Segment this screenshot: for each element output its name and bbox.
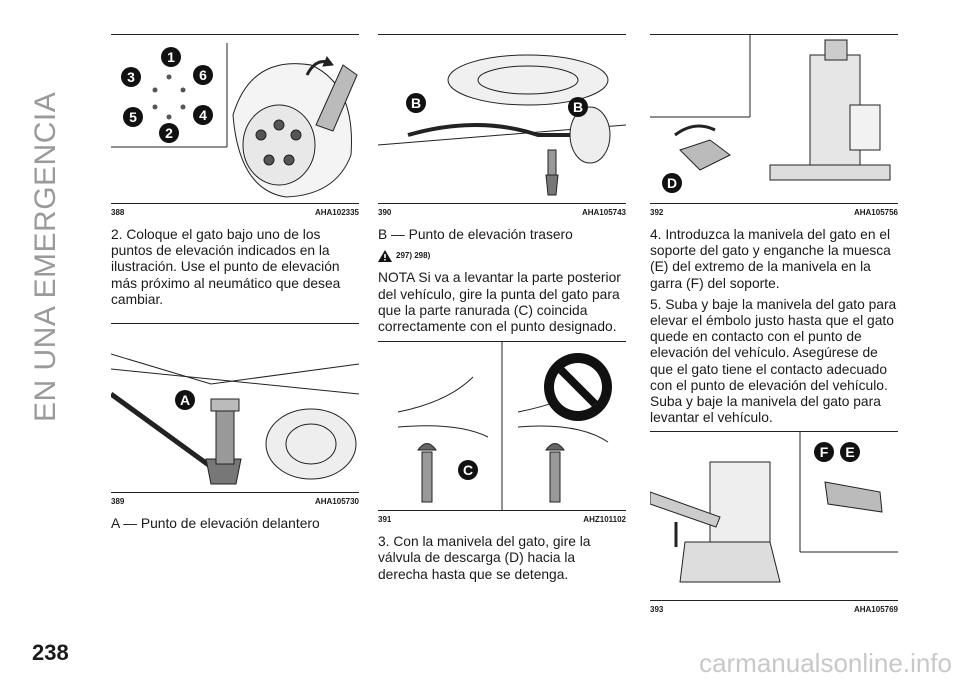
- warning-triangle-icon: [378, 250, 392, 263]
- figure-caption-389: 389 AHA105730: [111, 493, 359, 506]
- figure-code: AHA105743: [581, 208, 626, 217]
- paragraph: NOTA Si va a levantar la parte posterior…: [378, 270, 621, 335]
- figure-393: F E: [650, 431, 898, 602]
- figure-caption-393: 393 AHA105769: [650, 601, 898, 614]
- front-jack-point-illustration: A: [111, 353, 359, 485]
- paragraph: 3. Con la manivela del gato, gire la vál…: [378, 534, 591, 582]
- figure-391: C: [378, 341, 626, 512]
- step-2-text: 2. Coloque el gato bajo uno de los punto…: [111, 227, 359, 308]
- figure-number: 389: [111, 497, 125, 507]
- figure-code: AHZ101102: [583, 515, 626, 525]
- figure-number: 388: [111, 208, 125, 217]
- figure-caption-388: 388 AHA102335: [111, 204, 359, 217]
- figure-code: AHA105769: [853, 605, 898, 615]
- jack-handle-illustration: F E: [650, 432, 898, 583]
- label-A: A: [180, 392, 190, 408]
- figure-code: AHA105730: [314, 497, 359, 507]
- figure-number: 391: [378, 515, 392, 525]
- paragraph: A — Punto de elevación delantero: [111, 516, 320, 532]
- label-C: C: [463, 462, 473, 478]
- figure-caption-391: 391 AHZ101102: [378, 511, 626, 524]
- wheel-bolt-sequence-illustration: 1 2 3 4 5 6: [111, 43, 358, 198]
- figure-number: 393: [650, 605, 664, 615]
- label-D: D: [667, 175, 677, 191]
- figure-390: B B: [378, 34, 626, 204]
- label-4: 4: [199, 107, 207, 123]
- section-title-text: EN UNA EMERGENCIA: [29, 91, 62, 422]
- label-1: 1: [167, 49, 175, 65]
- paragraph: 4. Introduzca la manivela del gato en el…: [650, 227, 891, 291]
- paragraph: 5. Suba y baje la manivela del gato para…: [650, 296, 897, 426]
- rear-jack-points-illustration: B B: [378, 54, 626, 196]
- label-E: E: [845, 444, 854, 460]
- figure-code: AHA105756: [853, 208, 898, 217]
- label-F: F: [820, 444, 829, 460]
- watermark: carmanualsonline.info: [699, 648, 952, 678]
- figure-code: AHA102335: [314, 208, 359, 217]
- step-3-text: 3. Con la manivela del gato, gire la vál…: [378, 534, 626, 583]
- rear-point-text: B — Punto de elevación trasero 297) 298)…: [378, 227, 626, 335]
- label-3: 3: [127, 69, 135, 85]
- page-number: 238: [32, 640, 69, 665]
- step-4-5-text: 4. Introduzca la manivela del gato en el…: [650, 227, 898, 426]
- figure-392: D: [650, 34, 898, 204]
- release-valve-illustration: D: [650, 35, 891, 193]
- warning-reference: 297) 298): [378, 248, 626, 264]
- paragraph: 2. Coloque el gato bajo uno de los punto…: [111, 227, 341, 307]
- jack-tip-alignment-illustration: C: [397, 342, 612, 511]
- column-1: 1 2 3 4 5 6 388 AHA102335 2. Coloque el …: [111, 34, 359, 537]
- figure-388: 1 2 3 4 5 6: [111, 34, 359, 204]
- label-2: 2: [165, 125, 173, 141]
- figure-number: 392: [650, 208, 664, 217]
- label-B-left: B: [411, 95, 421, 111]
- label-5: 5: [129, 109, 137, 125]
- figure-389: A: [111, 323, 359, 494]
- column-2: B B 390 AHA105743 B — Punto de elevación…: [378, 34, 626, 588]
- front-point-text: A — Punto de elevación delantero: [111, 516, 359, 532]
- figure-caption-390: 390 AHA105743: [378, 204, 626, 217]
- figure-caption-392: 392 AHA105756: [650, 204, 898, 217]
- label-B-right: B: [573, 99, 583, 115]
- figure-number: 390: [378, 208, 392, 217]
- label-6: 6: [199, 67, 207, 83]
- paragraph: B — Punto de elevación trasero: [378, 227, 573, 242]
- warning-refs: 297) 298): [396, 251, 431, 261]
- column-3: D 392 AHA105756 4. Introduzca la manivel…: [650, 34, 898, 614]
